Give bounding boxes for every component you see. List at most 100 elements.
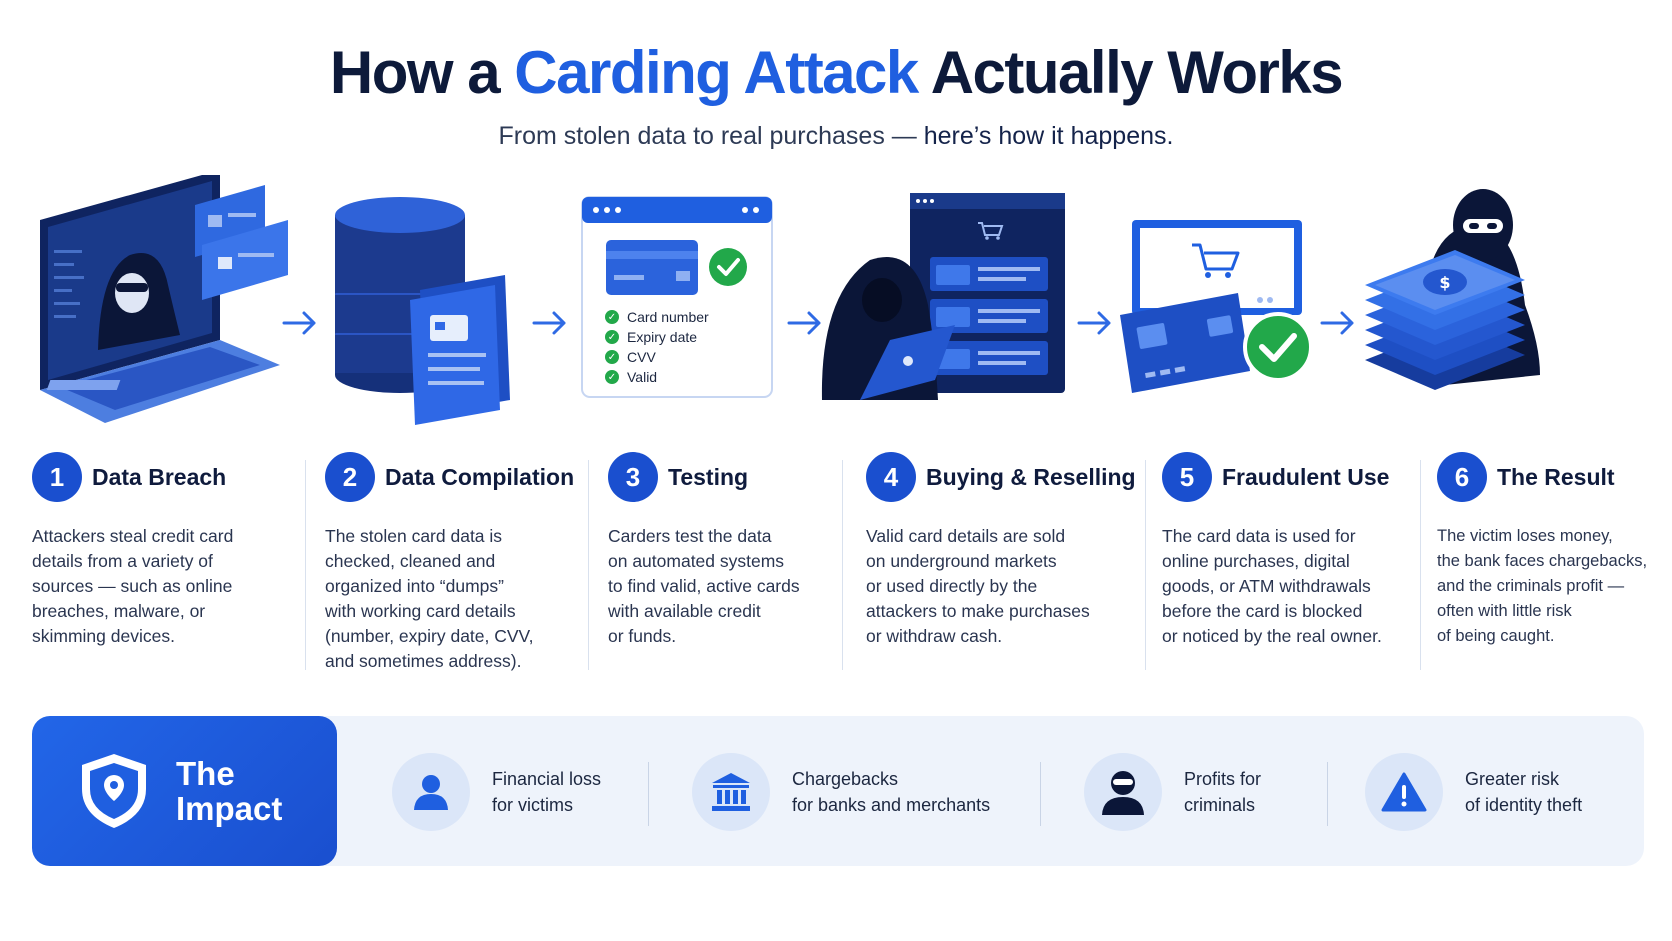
desc-line: often with little risk xyxy=(1437,602,1572,620)
impact-header-box: The Impact xyxy=(32,716,337,866)
desc-line: checked, cleaned and xyxy=(325,551,496,571)
desc-line: organized into “dumps” xyxy=(325,576,504,596)
impact-item-chargebacks: Chargebacks for banks and merchants xyxy=(692,752,990,832)
subtitle-part-2: here’s how it happens. xyxy=(923,122,1174,150)
title-part-2: Actually Works xyxy=(917,39,1344,106)
money-criminal-illustration: $ xyxy=(1365,189,1540,390)
step-4: 4 Buying & Reselling Valid card details … xyxy=(866,452,1136,649)
impact-text-line: for victims xyxy=(492,795,573,815)
impact-text: Financial loss for victims xyxy=(492,766,601,818)
step-header: 1 Data Breach xyxy=(32,452,302,502)
step-5: 5 Fraudulent Use The card data is used f… xyxy=(1162,452,1432,649)
impact-text-line: Greater risk xyxy=(1465,769,1560,789)
step-1: 1 Data Breach Attackers steal credit car… xyxy=(32,452,302,649)
desc-line: attackers to make purchases xyxy=(866,601,1090,621)
arrow-icon xyxy=(1320,311,1354,335)
step-title: Testing xyxy=(668,463,749,490)
step-2: 2 Data Compilation The stolen card data … xyxy=(325,452,595,674)
impact-text-line: for banks and merchants xyxy=(792,795,991,815)
step-header: 5 Fraudulent Use xyxy=(1162,452,1432,502)
desc-line: online purchases, digital xyxy=(1162,551,1350,571)
step-number-badge: 5 xyxy=(1162,452,1212,502)
desc-line: of being caught. xyxy=(1437,627,1555,645)
arrow-icon xyxy=(787,311,821,335)
person-icon xyxy=(392,753,470,831)
step-description: The stolen card data is checked, cleaned… xyxy=(325,524,595,674)
step-description: The card data is used for online purchas… xyxy=(1162,524,1432,649)
step-number-badge: 6 xyxy=(1437,452,1487,502)
impact-text-line: Chargebacks xyxy=(792,769,899,789)
desc-line: details from a variety of xyxy=(32,551,213,571)
desc-line: on underground markets xyxy=(866,551,1057,571)
desc-line: or withdraw cash. xyxy=(866,626,1003,646)
step-6: 6 The Result The victim loses money, the… xyxy=(1437,452,1662,649)
desc-line: with available credit xyxy=(608,601,761,621)
divider xyxy=(588,460,589,670)
desc-line: goods, or ATM withdrawals xyxy=(1162,576,1371,596)
impact-title-line: Impact xyxy=(176,790,283,827)
step-title: The Result xyxy=(1497,463,1615,490)
desc-line: with working card details xyxy=(325,601,516,621)
arrow-icon xyxy=(282,311,316,335)
warning-icon xyxy=(1365,753,1443,831)
step-title: Data Breach xyxy=(92,463,227,490)
impact-text: Chargebacks for banks and merchants xyxy=(792,766,990,818)
step-number-badge: 2 xyxy=(325,452,375,502)
divider xyxy=(1420,460,1421,670)
desc-line: (number, expiry date, CVV, xyxy=(325,626,534,646)
desc-line: and the criminals profit — xyxy=(1437,577,1625,595)
impact-text-line: of identity theft xyxy=(1465,795,1583,815)
desc-line: and sometimes address). xyxy=(325,651,522,671)
desc-line: Attackers steal credit card xyxy=(32,526,234,546)
desc-line: to find valid, active cards xyxy=(608,576,800,596)
step-title: Data Compilation xyxy=(385,463,575,490)
dollar-sign-icon: $ xyxy=(1439,273,1450,292)
step-title: Fraudulent Use xyxy=(1222,463,1390,490)
desc-line: breaches, malware, or xyxy=(32,601,206,621)
bank-icon xyxy=(692,753,770,831)
desc-line: The stolen card data is xyxy=(325,526,503,546)
step-description: Valid card details are sold on undergrou… xyxy=(866,524,1136,649)
database-documents-illustration xyxy=(335,197,510,425)
impact-title: The Impact xyxy=(176,756,282,826)
testing-window-illustration: ✓ Card number ✓ Expiry date ✓ CVV ✓ Vali… xyxy=(580,175,775,435)
checklist: ✓ Card number ✓ Expiry date ✓ CVV ✓ Vali… xyxy=(605,307,709,387)
checklist-item: ✓ Expiry date xyxy=(605,327,709,347)
divider xyxy=(1327,762,1328,826)
step-header: 4 Buying & Reselling xyxy=(866,452,1136,502)
impact-item-financial-loss: Financial loss for victims xyxy=(392,752,601,832)
subtitle-part-1: From stolen data to real purchases — xyxy=(498,122,924,150)
shield-icon xyxy=(82,754,146,828)
impact-text-line: criminals xyxy=(1184,795,1256,815)
desc-line: or funds. xyxy=(608,626,677,646)
arrow-icon xyxy=(532,311,566,335)
step-header: 6 The Result xyxy=(1437,452,1662,502)
criminal-icon xyxy=(1084,753,1162,831)
title-part-1: How a xyxy=(329,39,515,106)
desc-line: The victim loses money, xyxy=(1437,527,1613,545)
checklist-label: CVV xyxy=(627,349,656,365)
check-icon: ✓ xyxy=(605,370,619,384)
desc-line: Carders test the data xyxy=(608,526,772,546)
divider xyxy=(648,762,649,826)
desc-line: on automated systems xyxy=(608,551,785,571)
desc-line: The card data is used for xyxy=(1162,526,1356,546)
divider xyxy=(305,460,306,670)
desc-line: or noticed by the real owner. xyxy=(1162,626,1382,646)
step-3: 3 Testing Carders test the data on autom… xyxy=(608,452,878,649)
divider xyxy=(1145,460,1146,670)
step-number-badge: 4 xyxy=(866,452,916,502)
impact-item-identity-theft: Greater risk of identity theft xyxy=(1365,752,1582,832)
divider xyxy=(1040,762,1041,826)
step-number-badge: 3 xyxy=(608,452,658,502)
hacker-laptop-illustration xyxy=(40,175,288,423)
checklist-item: ✓ Valid xyxy=(605,367,709,387)
step-header: 2 Data Compilation xyxy=(325,452,595,502)
step-number-badge: 1 xyxy=(32,452,82,502)
page-subtitle: From stolen data to real purchases — her… xyxy=(0,122,1672,151)
page-title: How a Carding Attack Actually Works xyxy=(0,38,1672,107)
step-description: The victim loses money, the bank faces c… xyxy=(1437,524,1662,649)
browser-window-icon xyxy=(581,196,773,398)
step-description: Attackers steal credit card details from… xyxy=(32,524,302,649)
impact-title-line: The xyxy=(176,755,235,792)
